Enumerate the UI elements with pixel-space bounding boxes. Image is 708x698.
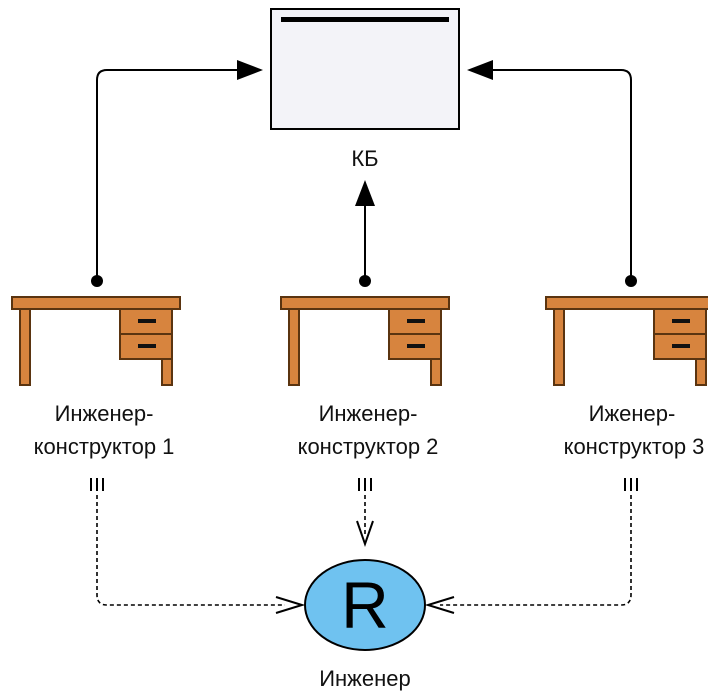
desk-3-label-line2: конструктор 3 bbox=[564, 434, 705, 459]
dashed-connector-desk1 bbox=[96, 495, 285, 606]
desk-2-label-line2: конструктор 2 bbox=[298, 434, 439, 459]
arrowhead-icon bbox=[467, 60, 493, 80]
open-arrowhead-icon bbox=[275, 596, 306, 614]
dashed-connectors bbox=[96, 495, 632, 606]
dashed-connector-desk3 bbox=[440, 495, 632, 606]
connector-desk1-kb bbox=[96, 69, 240, 281]
resource-circle-icon: R bbox=[304, 559, 426, 651]
dashed-arrowheads bbox=[275, 520, 455, 614]
desk-3-label-line1: Иженер- bbox=[589, 401, 676, 426]
connector-desk3-kb bbox=[492, 69, 632, 281]
solid-connectors bbox=[96, 69, 632, 281]
desk-icon-3 bbox=[545, 296, 708, 386]
connection-dots bbox=[91, 275, 637, 287]
desk-2-label-line1: Инженер- bbox=[319, 401, 418, 426]
connection-dot bbox=[625, 275, 637, 287]
arrowhead-icon bbox=[237, 60, 263, 80]
arrowhead-icon bbox=[355, 180, 375, 206]
desk-1-label-line2: конструктор 1 bbox=[34, 434, 175, 459]
connection-dot bbox=[359, 275, 371, 287]
desk-icon-1 bbox=[11, 296, 181, 386]
connection-dot bbox=[91, 275, 103, 287]
tick-marks bbox=[90, 478, 638, 491]
resource-symbol: R bbox=[341, 568, 389, 642]
engineer-label: Инженер bbox=[319, 666, 411, 691]
desk-icon-2 bbox=[280, 296, 450, 386]
kb-label: КБ bbox=[351, 146, 378, 171]
open-arrowhead-icon bbox=[356, 520, 374, 548]
solid-arrowheads bbox=[237, 60, 493, 206]
desk-1-label-line1: Инженер- bbox=[55, 401, 154, 426]
open-arrowhead-icon bbox=[424, 596, 455, 614]
kb-window-icon bbox=[270, 8, 460, 130]
